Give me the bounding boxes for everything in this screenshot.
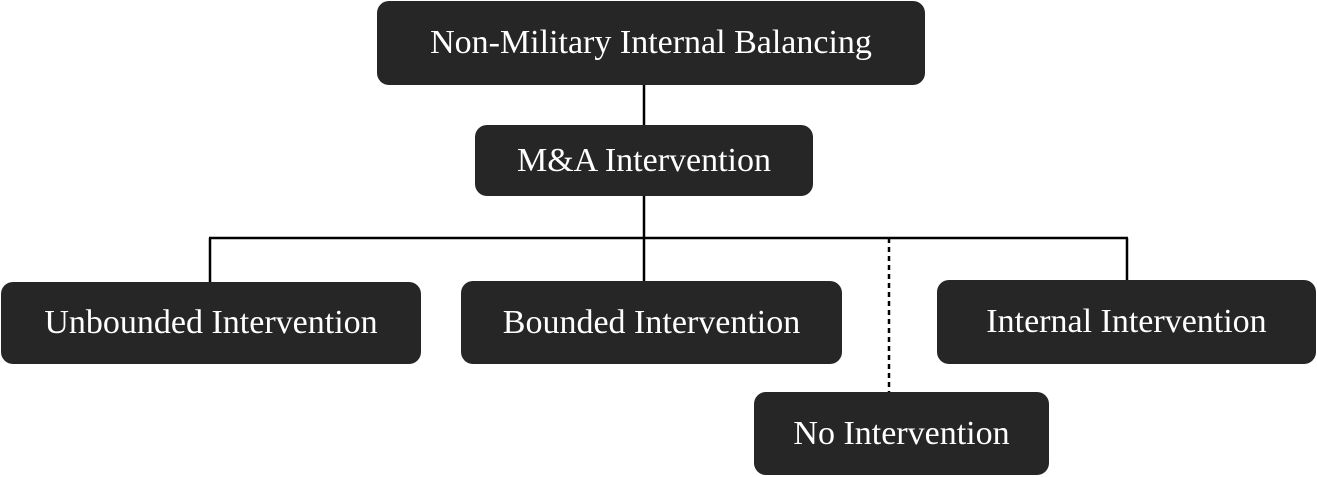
node-label: No Intervention — [793, 414, 1010, 452]
node-unbounded-intervention: Unbounded Intervention — [1, 282, 421, 364]
node-label: Unbounded Intervention — [44, 304, 378, 341]
node-label: Bounded Intervention — [502, 303, 801, 341]
node-label: Non-Military Internal Balancing — [430, 24, 872, 61]
node-no-intervention: No Intervention — [754, 392, 1049, 475]
node-non-military-internal-balancing: Non-Military Internal Balancing — [377, 1, 925, 85]
node-ma-intervention: M&A Intervention — [475, 125, 813, 196]
node-label: M&A Intervention — [516, 141, 772, 179]
node-bounded-intervention: Bounded Intervention — [461, 281, 842, 364]
node-internal-intervention: Internal Intervention — [937, 280, 1316, 364]
node-label: Internal Intervention — [986, 303, 1267, 340]
